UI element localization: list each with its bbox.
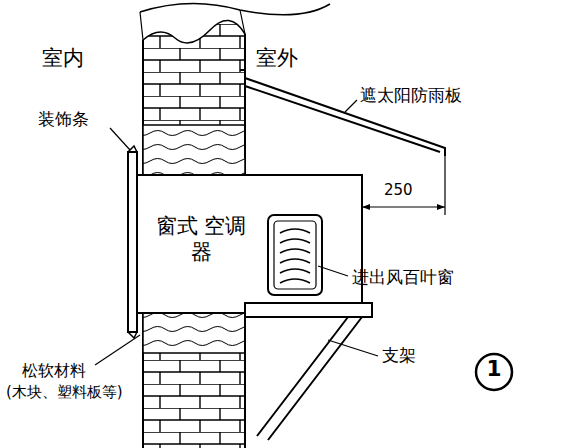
- part-label: 松软材料: [22, 362, 86, 380]
- room-label: 室外: [256, 46, 298, 70]
- ac-unit: 窗式 空调器: [137, 175, 362, 313]
- room-label: 室内: [42, 46, 84, 70]
- part-label: 遮太阳防雨板: [360, 86, 462, 106]
- callout-number: 1: [476, 356, 512, 383]
- callout-number: 1: [476, 354, 512, 390]
- part-label: (木块、塑料板等): [6, 384, 126, 401]
- part-label: 支架: [382, 346, 416, 366]
- dimension: 250: [384, 182, 413, 199]
- part-label: 进出风百叶窗: [352, 268, 454, 288]
- unit-name: 窗式 空调器: [151, 213, 251, 266]
- part-label: 装饰条: [38, 110, 89, 130]
